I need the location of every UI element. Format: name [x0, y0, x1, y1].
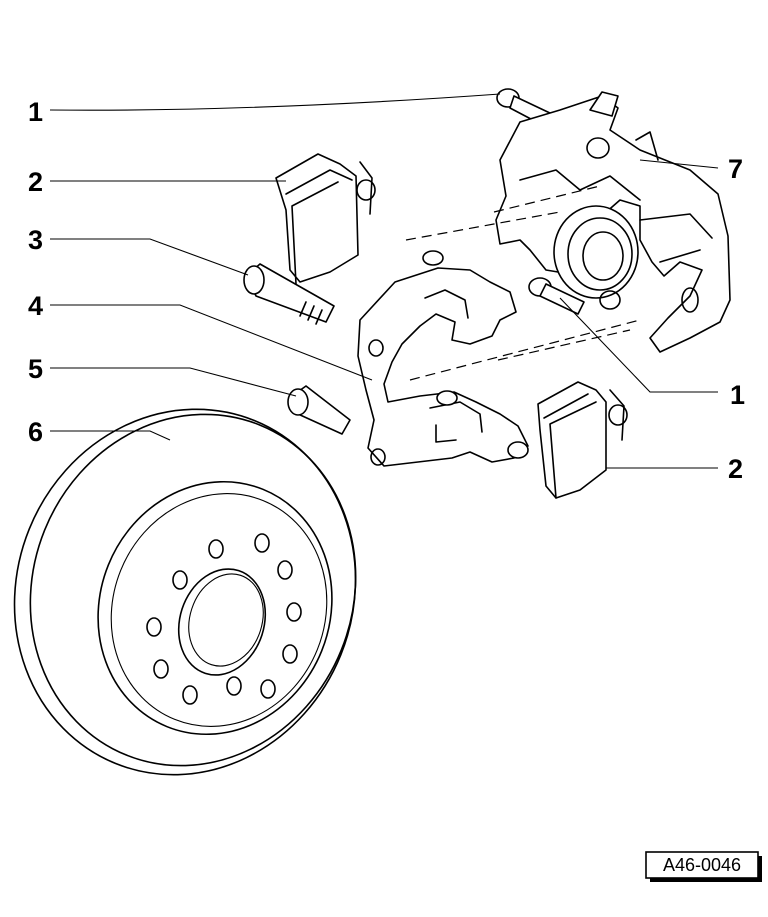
- leader-lines: [49, 93, 719, 469]
- brake-pad-lower: [537, 381, 628, 499]
- guide-bolt-short: [287, 385, 351, 435]
- brake-caliper: [495, 91, 731, 353]
- reference-code-box: A46-0046: [645, 851, 762, 882]
- callout-4: 4: [28, 291, 43, 321]
- reference-code: A46-0046: [663, 855, 741, 875]
- callout-2-upper: 2: [28, 167, 43, 197]
- callout-6: 6: [28, 417, 43, 447]
- callout-3: 3: [28, 225, 43, 255]
- callout-7: 7: [728, 154, 743, 184]
- callout-1-lower: 1: [730, 380, 745, 410]
- disc-bolt-holes: [146, 533, 302, 705]
- assembly-guide-lines: [405, 185, 641, 381]
- callout-2-lower: 2: [728, 454, 743, 484]
- callout-1-upper: 1: [28, 97, 43, 127]
- brake-disc: [13, 408, 357, 776]
- brake-pad-upper: [275, 153, 376, 285]
- callout-5: 5: [28, 354, 43, 384]
- guide-bolt-long: [243, 263, 335, 325]
- caliper-bolt-lower: [528, 277, 585, 315]
- brake-carrier: [357, 250, 529, 467]
